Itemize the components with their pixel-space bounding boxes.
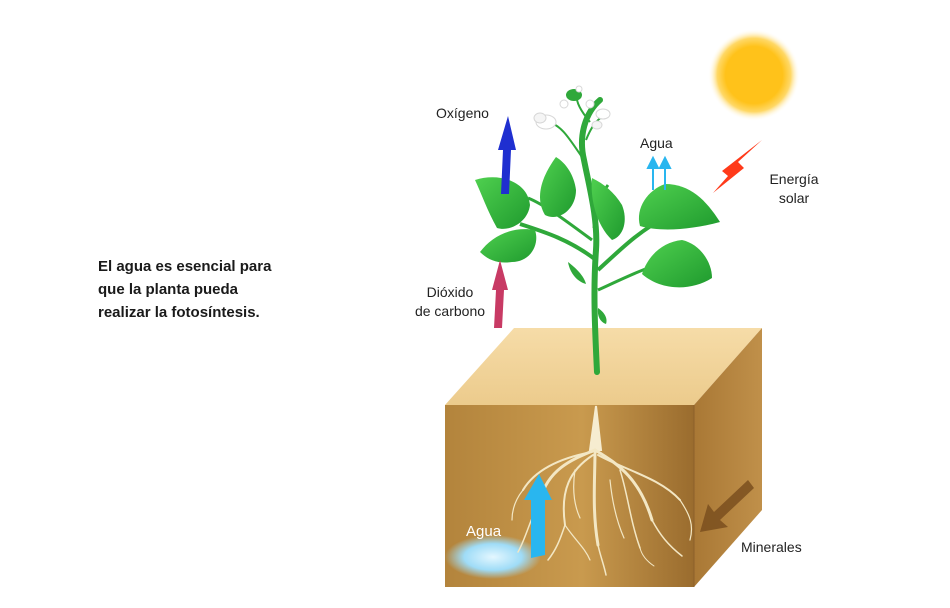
leaf — [480, 229, 537, 263]
leaf — [638, 184, 720, 230]
oxygen-arrow-up-icon — [498, 116, 516, 194]
leaf — [597, 308, 607, 324]
sun-icon — [708, 29, 800, 121]
leaf — [568, 262, 586, 284]
minerals-arrow-icon — [700, 480, 754, 532]
solar-energy-arrow-icon — [713, 140, 762, 193]
label-oxygen: Oxígeno — [436, 105, 489, 121]
plant — [475, 85, 720, 375]
co2-arrow-up-icon — [492, 260, 508, 328]
caption-line: El agua es esencial para — [98, 258, 272, 275]
water-arrow-up-icon — [524, 474, 552, 558]
label-solar-energy: Energía solar — [754, 170, 834, 208]
label-line: Energía — [769, 171, 819, 187]
label-water-soil: Agua — [466, 523, 502, 540]
leaf — [540, 157, 576, 218]
label-line: de carbono — [414, 303, 486, 319]
caption-text: El agua es esencial para que la planta p… — [98, 255, 328, 324]
label-line: Dióxido — [426, 284, 474, 300]
soil-top — [445, 328, 762, 405]
leaf — [591, 178, 625, 240]
label-line: solar — [778, 190, 810, 206]
leaf — [475, 177, 530, 229]
flowers — [533, 85, 611, 130]
caption-line: realizar la fotosíntesis. — [98, 304, 260, 321]
water-pool — [445, 535, 541, 579]
caption-line: que la planta pueda — [98, 281, 239, 298]
leaf — [642, 240, 712, 288]
label-water-top: Agua — [640, 135, 673, 151]
label-minerals: Minerales — [741, 539, 802, 555]
water-vapor-arrows-icon — [646, 155, 672, 190]
label-carbon-dioxide: Dióxido de carbono — [400, 283, 500, 321]
